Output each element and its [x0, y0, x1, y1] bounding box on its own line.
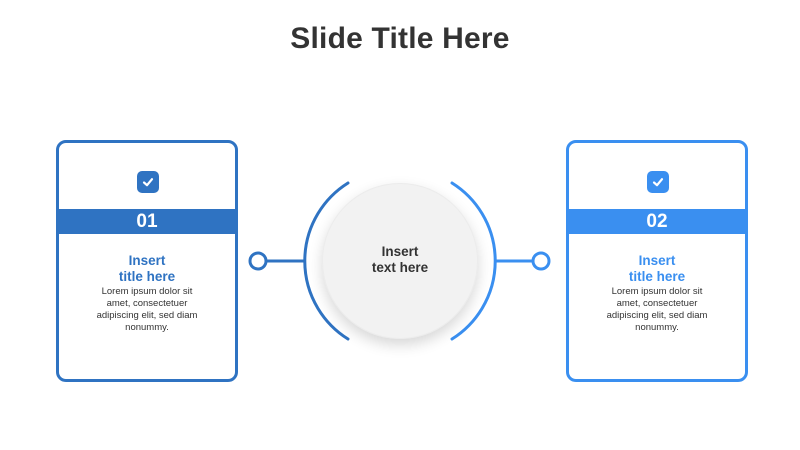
- left-arc: [303, 181, 350, 341]
- option-description: Lorem ipsum dolor sit amet, consectetuer…: [96, 286, 198, 333]
- option-card-2: 02 Insert title here Lorem ipsum dolor s…: [566, 140, 748, 382]
- right-connector-node: [531, 251, 551, 271]
- checkmark-icon: [647, 171, 669, 193]
- option-description: Lorem ipsum dolor sit amet, consectetuer…: [606, 286, 708, 333]
- center-text: Insert text here: [371, 244, 429, 275]
- option-number: 01: [59, 209, 235, 234]
- right-arc: [450, 181, 497, 341]
- center-circle: [322, 183, 478, 339]
- option-card-1: 01 Insert title here Lorem ipsum dolor s…: [56, 140, 238, 382]
- option-title: Insert title here: [628, 253, 686, 284]
- option-title: Insert title here: [118, 253, 176, 284]
- option-number: 02: [569, 209, 745, 234]
- left-connector-node: [248, 251, 268, 271]
- checkmark-icon: [137, 171, 159, 193]
- slide-title: Slide Title Here: [290, 22, 510, 55]
